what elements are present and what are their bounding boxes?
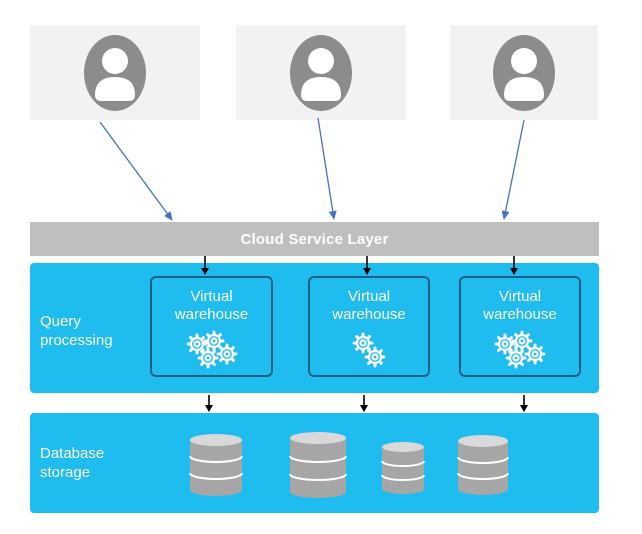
database-icon [189,434,243,496]
gears-icon [352,332,386,368]
user-card-3 [450,25,598,120]
query-processing-label: Query processing [40,313,113,349]
user-icon [290,34,352,111]
gears-icon [494,330,546,369]
gears-icon [186,330,237,369]
user-3-connector [501,119,525,220]
cloud-service-layer-label: Cloud Service Layer [240,230,389,248]
user-icon [84,34,146,111]
virtual-warehouse-title: Virtual [347,288,391,305]
virtual-warehouse-subtitle: warehouse [332,306,406,323]
database-icon [289,432,347,498]
database-storage-label: Database storage [40,445,105,481]
user-icon [493,34,555,111]
user-card-2 [236,25,406,120]
user-2-connector [317,117,337,220]
database-icon [457,435,509,495]
virtual-warehouse-subtitle: warehouse [483,306,557,323]
cloud-service-layer: Cloud Service Layer [30,222,599,256]
user-1-connector [99,121,173,221]
virtual-warehouse-title: Virtual [190,288,233,305]
virtual-warehouse-subtitle: warehouse [174,306,249,323]
virtual-warehouse-2: Virtual warehouse [308,276,430,377]
virtual-warehouse-title: Virtual [498,288,542,305]
virtual-warehouse-3: Virtual warehouse [459,276,581,377]
database-icon [381,442,425,494]
virtual-warehouse-1: Virtual warehouse [150,276,273,377]
user-card-1 [30,25,200,120]
